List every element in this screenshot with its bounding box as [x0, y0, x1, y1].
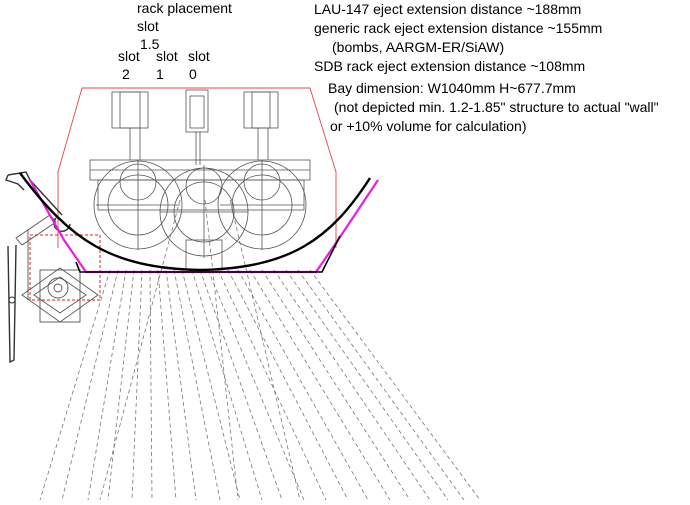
slot-1-label-top: slot	[156, 48, 178, 64]
dashed-red-box	[29, 234, 101, 301]
rack-placement-label: rack placement	[137, 0, 232, 16]
note-generic-rack: generic rack eject extension distance ~1…	[314, 20, 603, 36]
slot-2-label-bottom: 2	[122, 66, 130, 82]
rack-hardware	[89, 89, 311, 211]
store-outlines	[93, 160, 307, 271]
door-profile-black	[19, 172, 372, 272]
slot-1-5-label-top: slot	[137, 18, 159, 34]
slot-0-label-top: slot	[188, 48, 210, 64]
left-side-structure	[15, 214, 99, 323]
slot-1-5-label-bottom: 1.5	[140, 36, 160, 52]
note-lau147: LAU-147 eject extension distance ~188mm	[314, 1, 582, 17]
note-not-depicted: (not depicted min. 1.2-1.85" structure t…	[334, 99, 659, 115]
note-sdb-rack: SDB rack eject extension distance ~108mm	[314, 58, 586, 74]
note-volume: or +10% volume for calculation)	[330, 118, 527, 134]
slot-1-label-bottom: 1	[156, 66, 164, 82]
door-hinge-arm	[5, 171, 71, 364]
door-profile-black-inner	[75, 235, 341, 273]
hinge-pin	[8, 296, 16, 304]
eject-trajectory-lines	[39, 199, 481, 501]
slot-0-label-bottom: 0	[189, 66, 197, 82]
bay-outline	[57, 87, 337, 248]
note-bay-dimension: Bay dimension: W1040mm H~677.7mm	[328, 80, 576, 96]
note-generic-rack-sub: (bombs, AARGM-ER/SiAW)	[332, 39, 505, 55]
slot-2-label-top: slot	[118, 48, 140, 64]
